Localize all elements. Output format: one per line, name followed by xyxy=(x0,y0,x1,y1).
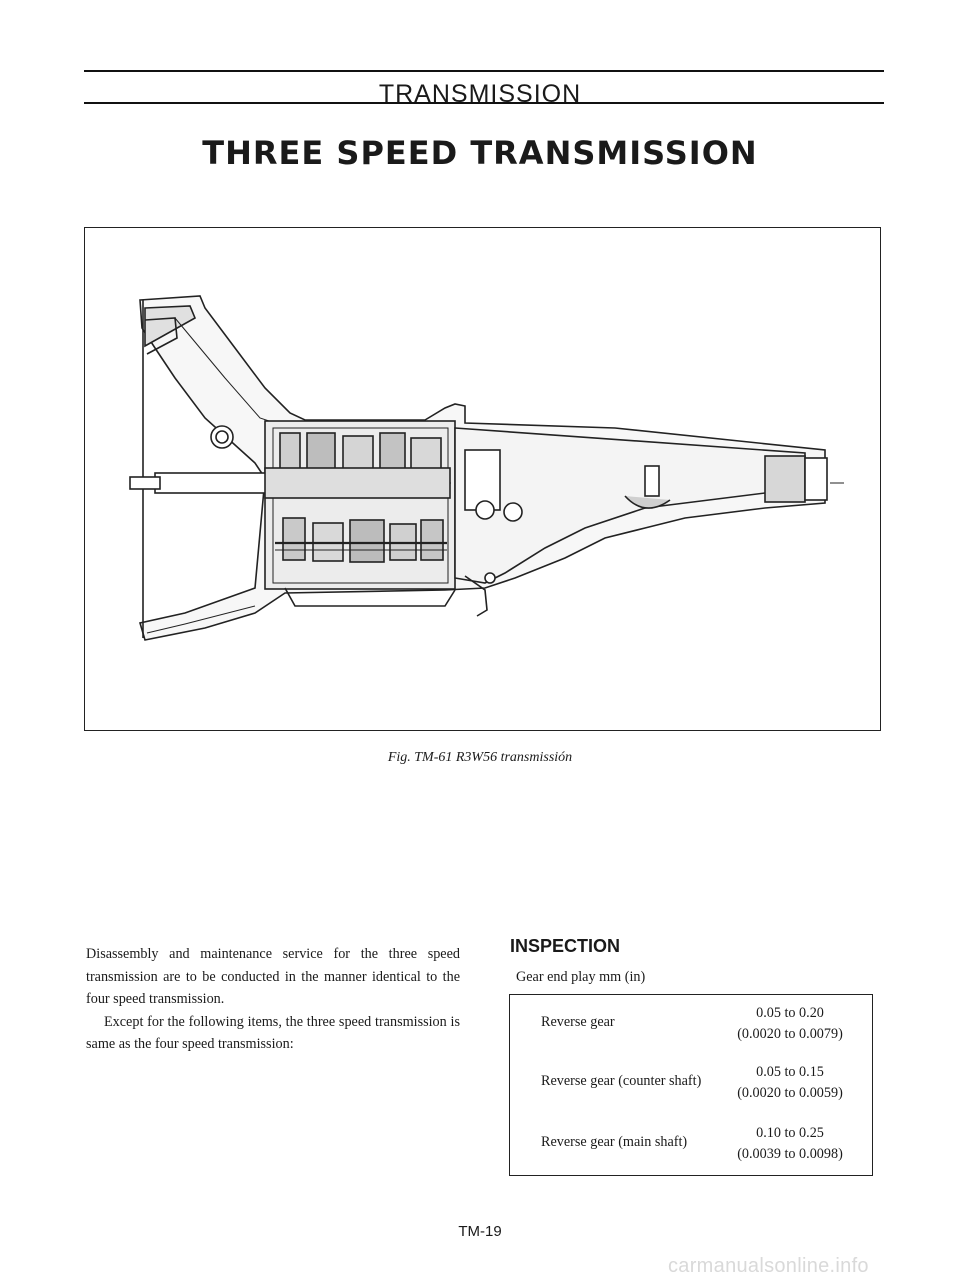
spec-label: Reverse gear (counter shaft) xyxy=(541,1073,702,1089)
spec-label: Reverse gear (main shaft) xyxy=(541,1134,688,1150)
inspection-heading: INSPECTION xyxy=(510,936,621,956)
header-rule-top xyxy=(84,70,884,72)
spec-value: 0.05 to 0.15 (0.0020 to 0.0059) xyxy=(706,1062,874,1104)
spec-row: Reverse gear 0.05 to 0.20 (0.0020 to 0.0… xyxy=(510,1003,874,1043)
spec-value: 0.05 to 0.20 (0.0020 to 0.0079) xyxy=(706,1003,874,1045)
transmission-cutaway-illustration xyxy=(129,295,845,641)
spec-row: Reverse gear (counter shaft) 0.05 to 0.1… xyxy=(510,1062,874,1102)
watermark: carmanualsonline.info xyxy=(668,1255,869,1277)
page-number: TM-19 xyxy=(458,1223,502,1240)
spec-table: Reverse gear 0.05 to 0.20 (0.0020 to 0.0… xyxy=(509,994,873,1176)
inspection-subheading: Gear end play mm (in) xyxy=(516,969,646,985)
spec-metric: 0.10 to 0.25 xyxy=(756,1125,824,1141)
spec-imperial: (0.0020 to 0.0059) xyxy=(737,1085,843,1101)
spec-imperial: (0.0020 to 0.0079) xyxy=(737,1026,843,1042)
spec-label: Reverse gear xyxy=(541,1014,615,1030)
spec-imperial: (0.0039 to 0.0098) xyxy=(737,1146,843,1162)
page-title: THREE SPEED TRANSMISSION xyxy=(202,134,758,172)
body-text: Disassembly and maintenance service for … xyxy=(86,943,460,1056)
figure-caption: Fig. TM-61 R3W56 transmissión xyxy=(387,750,573,765)
spec-row: Reverse gear (main shaft) 0.10 to 0.25 (… xyxy=(510,1123,874,1163)
header-rule-bottom xyxy=(84,102,884,104)
spec-metric: 0.05 to 0.15 xyxy=(756,1064,824,1080)
body-paragraph-1: Disassembly and maintenance service for … xyxy=(86,946,460,1007)
spec-metric: 0.05 to 0.20 xyxy=(756,1005,824,1021)
body-paragraph-2: Except for the following items, the thre… xyxy=(86,1013,460,1053)
transmission-figure xyxy=(84,227,881,731)
section-title: TRANSMISSION xyxy=(378,80,582,108)
spec-value: 0.10 to 0.25 (0.0039 to 0.0098) xyxy=(706,1123,874,1165)
